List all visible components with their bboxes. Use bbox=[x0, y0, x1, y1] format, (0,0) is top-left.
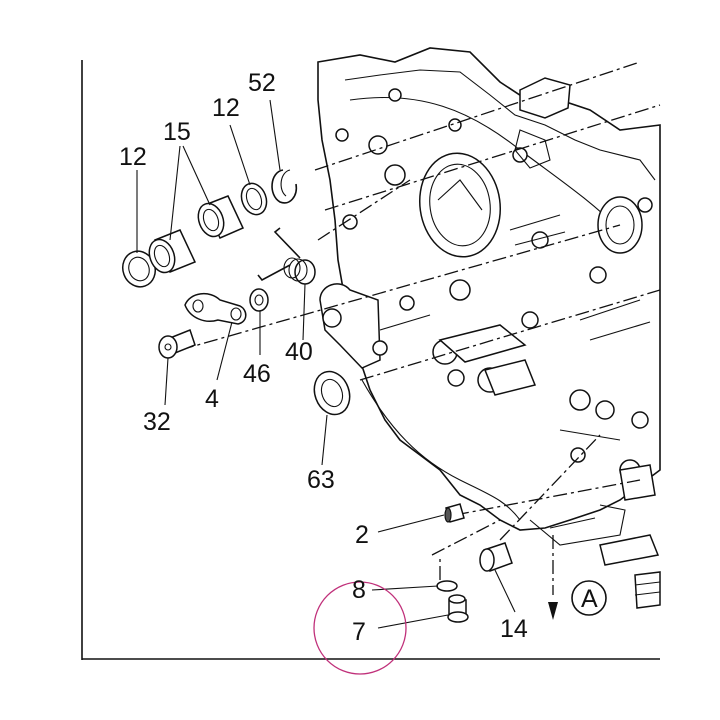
callout-40: 40 bbox=[285, 338, 313, 366]
circlip-52 bbox=[271, 169, 298, 204]
callout-15: 15 bbox=[163, 118, 191, 146]
callout-7: 7 bbox=[352, 618, 366, 646]
screw-7 bbox=[447, 594, 469, 623]
plug-2 bbox=[444, 503, 465, 523]
highlight-circle bbox=[313, 581, 407, 675]
view-a-circle bbox=[571, 580, 607, 616]
view-a-label: A bbox=[581, 585, 598, 613]
bolt-32 bbox=[158, 329, 196, 359]
callout-labels: 12 15 12 52 40 46 4 32 63 2 8 7 14 A bbox=[119, 69, 598, 646]
leader-lines bbox=[136, 99, 516, 629]
crankcase-half bbox=[317, 47, 661, 609]
parts bbox=[122, 169, 513, 623]
bush-14 bbox=[479, 542, 513, 572]
callout-8: 8 bbox=[352, 576, 366, 604]
washer-46 bbox=[249, 288, 269, 312]
callout-4: 4 bbox=[205, 385, 219, 413]
view-arrow-a bbox=[548, 580, 607, 620]
callout-52: 52 bbox=[248, 69, 276, 97]
callout-46: 46 bbox=[243, 360, 271, 388]
needle-bearing-15-a bbox=[148, 229, 197, 274]
oil-seal-63 bbox=[313, 370, 351, 416]
torsion-spring-40 bbox=[257, 227, 316, 285]
frame bbox=[81, 60, 660, 660]
needle-bearing-15-b bbox=[197, 195, 245, 239]
callout-12-right: 12 bbox=[212, 94, 240, 122]
callout-32: 32 bbox=[143, 408, 171, 436]
callout-2: 2 bbox=[355, 521, 369, 549]
callout-12-left: 12 bbox=[119, 143, 147, 171]
lever-4 bbox=[184, 293, 247, 325]
o-ring-8 bbox=[436, 580, 458, 592]
callout-63: 63 bbox=[307, 466, 335, 494]
centre-lines bbox=[179, 61, 661, 595]
seal-ring-12-right bbox=[240, 182, 268, 216]
callout-14: 14 bbox=[500, 615, 528, 643]
